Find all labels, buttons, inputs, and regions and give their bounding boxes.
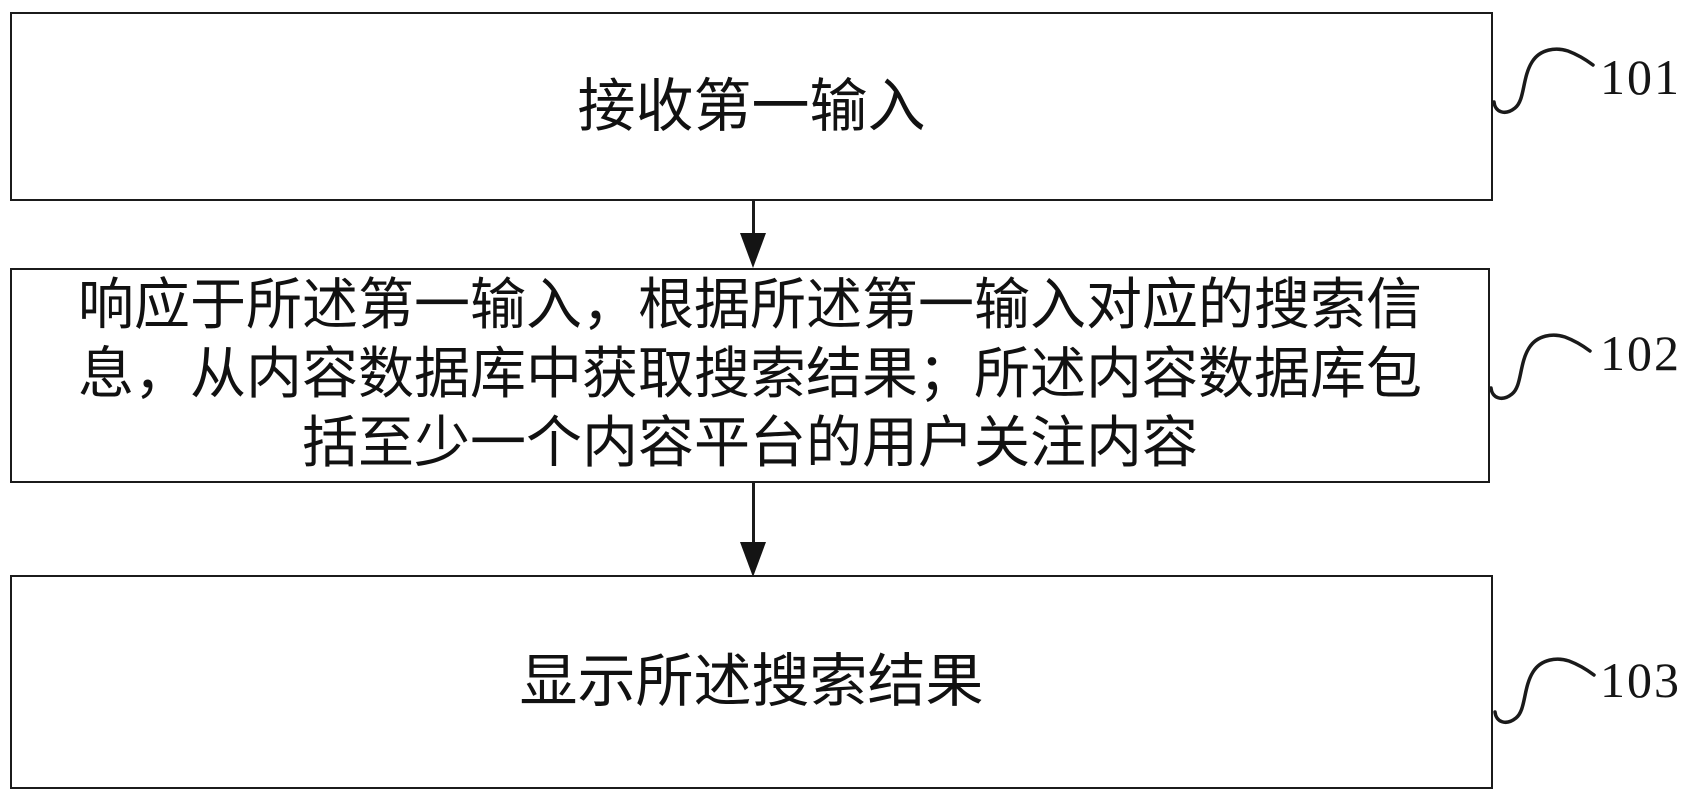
down-arrow-icon: [740, 233, 766, 268]
ref-label-103: 103: [1600, 652, 1681, 708]
flow-step-102-text-line2: 息，从内容数据库中获取搜索结果；所述内容数据库包: [78, 344, 1422, 406]
flow-step-103-box: 显示所述搜索结果: [10, 575, 1493, 789]
connector-2-line: [752, 483, 755, 545]
flow-step-102-text-line3: 括至少一个内容平台的用户关注内容: [302, 413, 1198, 475]
down-arrow-icon: [740, 542, 766, 577]
ref-label-102: 102: [1600, 325, 1681, 381]
ref-label-101: 101: [1600, 49, 1681, 105]
flow-step-101-text: 接收第一输入: [577, 73, 926, 139]
leader-squiggle-icon: [1489, 333, 1592, 400]
connector-1-line: [752, 201, 755, 239]
flow-step-102-text-line1: 响应于所述第一输入，根据所述第一输入对应的搜索信: [78, 275, 1422, 337]
flow-step-101-box: 接收第一输入: [10, 12, 1493, 201]
leader-squiggle-icon: [1492, 47, 1595, 114]
flow-step-102-box: 响应于所述第一输入，根据所述第一输入对应的搜索信 息，从内容数据库中获取搜索结果…: [10, 268, 1490, 483]
leader-squiggle-icon: [1493, 657, 1596, 724]
flow-step-103-text: 显示所述搜索结果: [519, 649, 984, 714]
